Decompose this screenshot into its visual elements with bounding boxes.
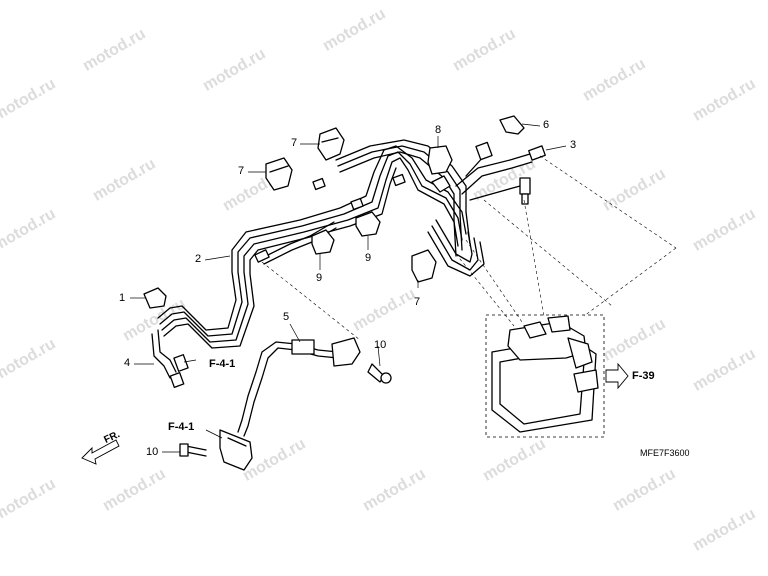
callout-4: 4 <box>124 357 131 369</box>
bolts <box>179 363 392 457</box>
callout-10: 10 <box>146 446 159 458</box>
clamp-7-top <box>317 127 345 161</box>
brake-hose <box>219 337 361 471</box>
callout-2: 2 <box>195 253 202 265</box>
callout-9: 9 <box>316 272 323 284</box>
callout-7: 7 <box>238 165 245 177</box>
clamp-8 <box>427 145 453 175</box>
callout-5: 5 <box>283 311 290 323</box>
leader-lines <box>130 123 677 453</box>
pipe-fittings <box>169 141 546 388</box>
reference-arrows <box>81 362 629 465</box>
diagram-code: MFE7F3600 <box>640 448 690 458</box>
reference-f-4-1: F-4-1 <box>168 421 195 433</box>
clamp-7-bottom <box>411 249 437 283</box>
reference-f-39: F-39 <box>632 370 655 382</box>
callout-7: 7 <box>291 137 298 149</box>
abs-modulator <box>491 315 599 433</box>
clamp-1 <box>143 287 167 309</box>
callout-3: 3 <box>570 139 577 151</box>
clamp-9-left <box>311 229 335 255</box>
clamp-9-right <box>355 211 381 237</box>
callout-10: 10 <box>374 339 387 351</box>
callout-1: 1 <box>119 292 126 304</box>
pipe-clamps <box>143 115 525 309</box>
reference-f-4-1: F-4-1 <box>209 358 236 370</box>
callout-7: 7 <box>414 296 421 308</box>
callout-8: 8 <box>435 124 442 136</box>
callout-9: 9 <box>365 252 372 264</box>
callout-6: 6 <box>543 119 550 131</box>
clamp-6 <box>499 115 525 135</box>
clamp-7-left <box>265 157 293 191</box>
